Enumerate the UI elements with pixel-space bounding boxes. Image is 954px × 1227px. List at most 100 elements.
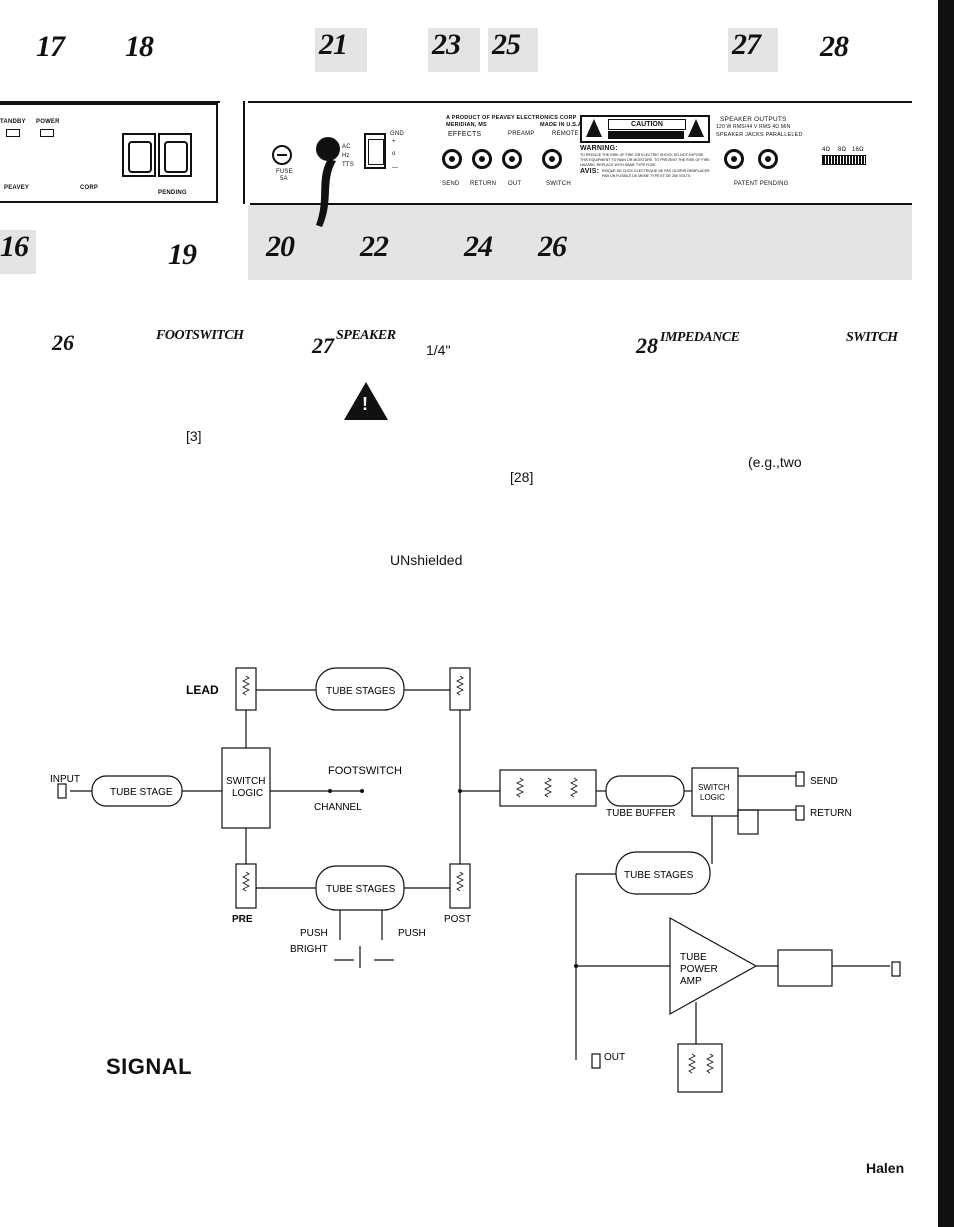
callout-20: 20 [262, 230, 312, 274]
diagram-send: SEND [810, 776, 838, 787]
callout-17: 17 [36, 30, 65, 63]
warning-triangle-icon [344, 382, 388, 420]
imp-16-label: 16Ω [852, 147, 864, 153]
diagram-bright: BRIGHT [290, 944, 328, 955]
fuse-holder[interactable] [272, 145, 292, 165]
caution-box: CAUTION [580, 115, 710, 143]
callout-22: 22 [356, 230, 406, 274]
made-in-label: MADE IN U.S.A [540, 122, 583, 128]
ac-label: AC [342, 144, 351, 150]
diagram-pre: PRE [232, 914, 253, 925]
unshielded-text: UNshielded [390, 552, 463, 568]
diagram-footswitch: FOOTSWITCH [328, 765, 402, 777]
panel-divider [243, 101, 245, 204]
footer-halen: Halen [866, 1160, 905, 1176]
warning-text: TO REDUCE THE RISK OF FIRE OR ELECTRIC S… [580, 153, 710, 167]
watts-label: TTS [342, 162, 354, 168]
diagram-input: INPUT [50, 774, 80, 785]
ac-cord-socket [316, 137, 340, 161]
callout-19: 19 [168, 238, 197, 271]
diagram-power: POWER [680, 964, 718, 975]
diagram-tube-stages-bottom: TUBE STAGES [326, 884, 396, 895]
callout-28: 28 [820, 30, 849, 63]
fuse-rating: 5A [280, 176, 288, 182]
imp-8-label: 8Ω [838, 147, 847, 153]
callout-16: 16 [0, 230, 36, 274]
speaker-jacks-label: SPEAKER JACKS PARALLELED [716, 132, 803, 138]
diagram-tube-stages-top: TUBE STAGES [326, 686, 396, 697]
switch-jack-label: SWITCH [546, 181, 571, 187]
pending-label: PENDING [158, 190, 187, 196]
send-jack-label: SEND [442, 181, 460, 187]
return-jack-label: RETURN [470, 181, 497, 187]
front-panel-window-right [158, 133, 192, 177]
heading-speaker: SPEAKER [336, 328, 396, 343]
callout-23: 23 [428, 28, 480, 72]
panel-top-rule [0, 101, 220, 103]
warning-triangle-mark: ! [362, 394, 368, 414]
diagram-tube-buffer: TUBE BUFFER [606, 808, 675, 819]
panel-top-rule-2 [248, 101, 912, 103]
switch-jack[interactable] [542, 149, 562, 169]
gnd-plus: + [392, 139, 396, 145]
diagram-switch-right: SWITCH [698, 783, 730, 792]
out-jack-label: OUT [508, 181, 522, 187]
callout-24: 24 [460, 230, 510, 274]
avis-text: RISQUE DE CHOC ELECTRIQUE NE PAS OUVRIR … [602, 169, 710, 178]
diagram-channel: CHANNEL [314, 802, 362, 813]
diagram-push-right: PUSH [398, 928, 426, 939]
diagram-switch-left: SWITCH [226, 776, 265, 787]
gnd-label: GND [390, 131, 404, 137]
diagram-return: RETURN [810, 808, 852, 819]
quarter-inch-text: 1/4" [426, 342, 451, 358]
page-edge-bar [938, 0, 954, 1227]
send-jack[interactable] [442, 149, 462, 169]
heading-switch: SWITCH [846, 330, 898, 345]
power-label: POWER [36, 119, 60, 125]
return-jack[interactable] [472, 149, 492, 169]
diagram-out: OUT [604, 1052, 625, 1063]
peavey-label: PEAVEY [4, 185, 30, 191]
hz-label: Hz [342, 153, 350, 159]
impedance-switch[interactable] [822, 155, 866, 165]
speaker-jack-1[interactable] [724, 149, 744, 169]
heading-27-number: 27 [312, 333, 334, 358]
gnd-minus: — [392, 165, 399, 171]
remote-label: REMOTE [552, 131, 579, 137]
diagram-tube-stage: TUBE STAGE [110, 787, 173, 798]
ref-3-text: [3] [186, 428, 202, 444]
product-line-2: MERIDIAN, MS [446, 122, 487, 128]
heading-26-number: 26 [52, 330, 74, 355]
rear-panel: FUSE 5A AC Hz TTS GND + o — A PRODUCT OF… [250, 103, 912, 227]
standby-label: TANDBY [0, 119, 26, 125]
power-switch[interactable] [40, 129, 54, 137]
signal-heading: SIGNAL [106, 1054, 193, 1079]
eg-two-text: (e.g.,two [748, 454, 802, 470]
out-jack[interactable] [502, 149, 522, 169]
standby-switch[interactable] [6, 129, 20, 137]
diagram-push-left: PUSH [300, 928, 328, 939]
fuse-label: FUSE [276, 169, 293, 175]
callout-21: 21 [315, 28, 367, 72]
speaker-jack-2[interactable] [758, 149, 778, 169]
caution-title: CAUTION [608, 119, 686, 130]
effects-label: EFFECTS [448, 131, 482, 138]
callout-27: 27 [728, 28, 778, 72]
callout-18: 18 [125, 30, 154, 63]
callout-25: 25 [488, 28, 538, 72]
product-line-1: A PRODUCT OF PEAVEY ELECTRONICS CORP [446, 115, 577, 121]
front-panel-window-left [122, 133, 156, 177]
ground-switch[interactable] [364, 133, 386, 169]
heading-impedance: IMPEDANCE [660, 330, 740, 345]
diagram-logic-right: LOGIC [700, 793, 725, 802]
diagram-lead: LEAD [186, 683, 219, 697]
diagram-tube-stages-right: TUBE STAGES [624, 870, 694, 881]
heading-28-number: 28 [636, 333, 658, 358]
ref-28-text: [28] [510, 469, 534, 485]
heading-footswitch: FOOTSWITCH [156, 328, 244, 343]
front-panel: TANDBY POWER PEAVEY CORP PENDING [0, 103, 218, 203]
signal-flow-diagram: LEAD TUBE STAGES INPUT TUBE STAGE SWITCH… [50, 667, 901, 1093]
avis-title: AVIS: [580, 168, 600, 175]
ac-cord [316, 159, 336, 227]
gnd-zero: o [392, 151, 396, 157]
